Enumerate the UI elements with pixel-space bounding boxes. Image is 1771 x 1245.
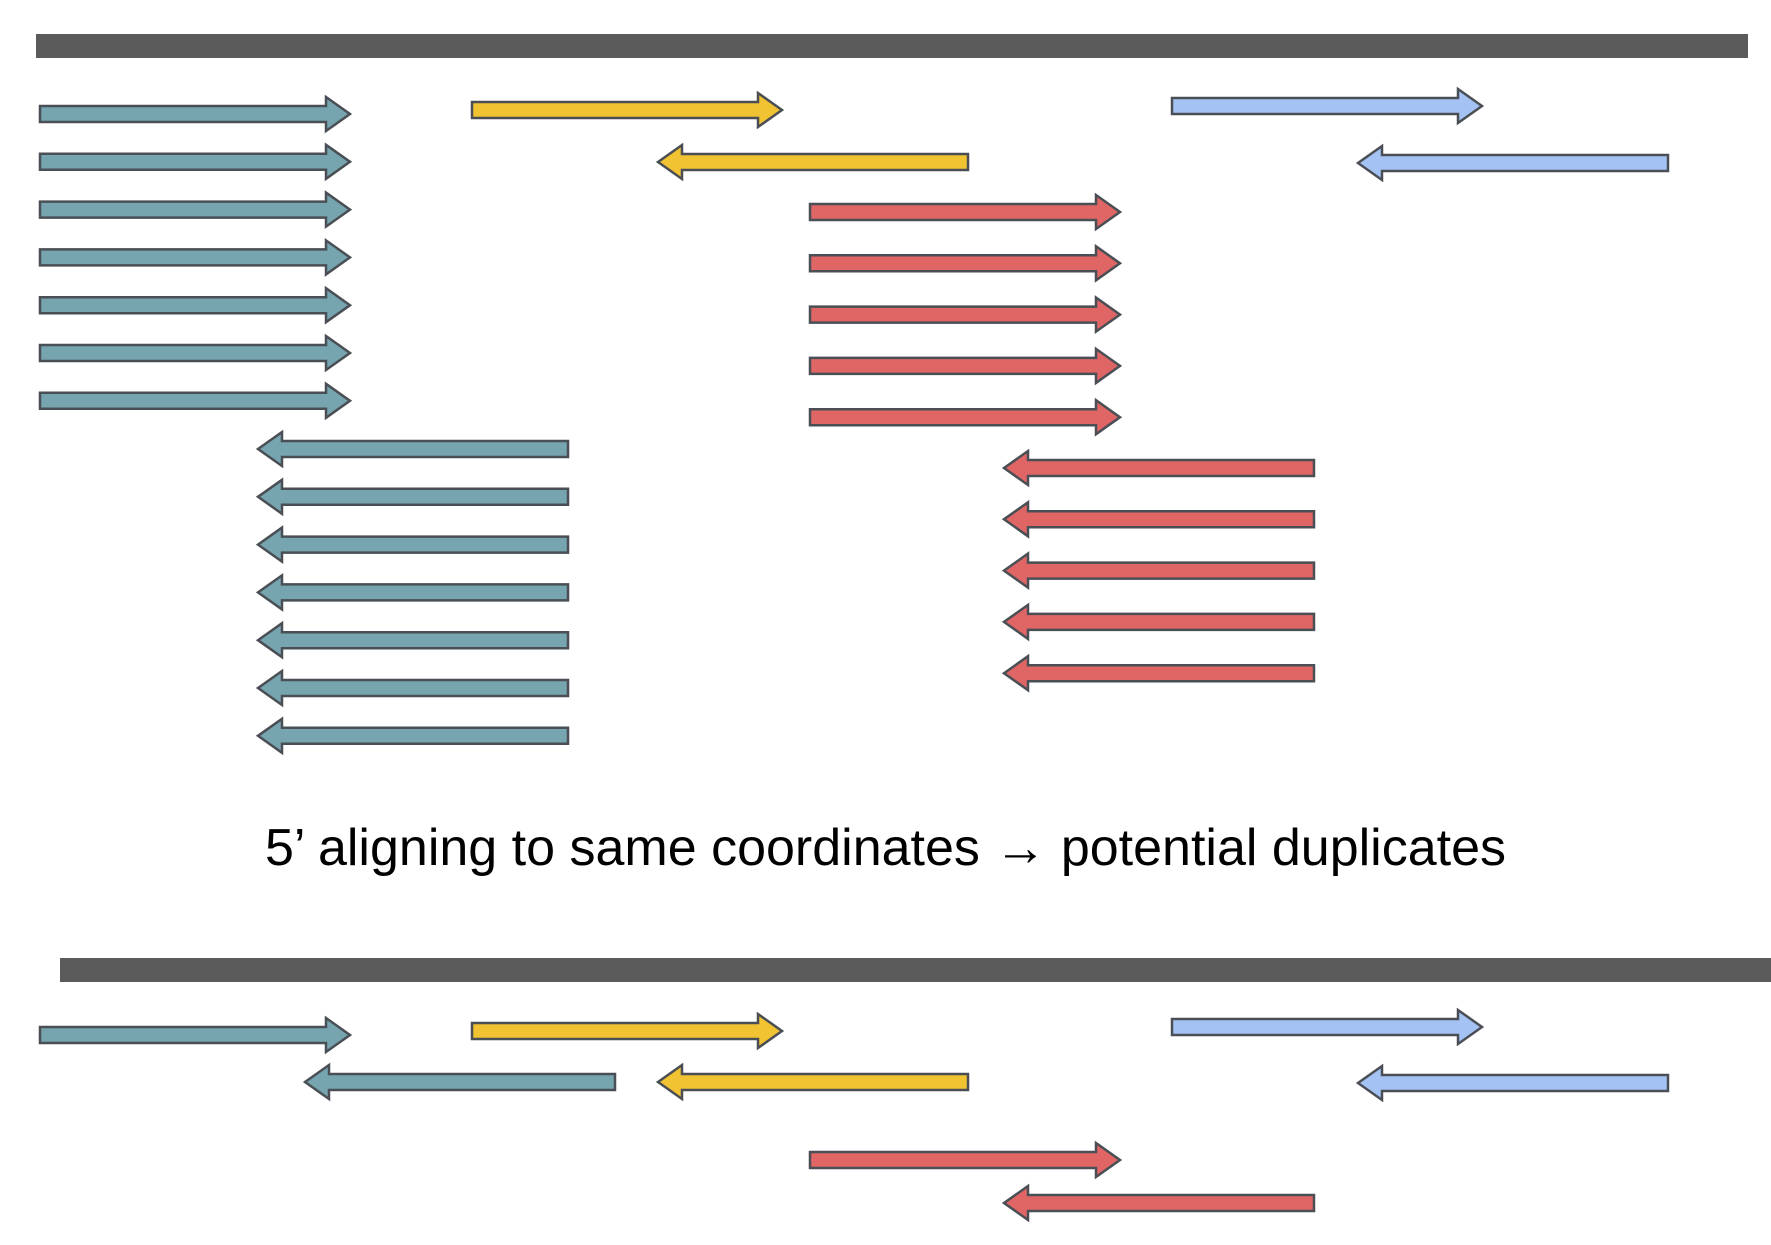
red-forward-read-arrow [808,1140,1123,1180]
teal-forward-read-arrow [38,237,353,277]
red-forward-read-arrow [808,346,1123,386]
teal-forward-read-arrow [38,285,353,325]
teal-reverse-read-arrow [255,716,570,756]
reference-genome-bar-top [36,34,1748,58]
reference-genome-bar-bottom [60,958,1771,982]
blue-forward-read-arrow [1170,86,1485,126]
red-forward-read-arrow [808,192,1123,232]
top-panel-reads [38,86,1670,756]
teal-reverse-read-arrow [255,620,570,660]
teal-forward-read-arrow [38,1015,353,1055]
teal-reverse-read-arrow [255,429,570,469]
red-forward-read-arrow [808,397,1123,437]
yellow-forward-read-arrow [470,90,785,130]
red-forward-read-arrow [808,243,1123,283]
teal-forward-read-arrow [38,142,353,182]
blue-reverse-read-arrow [1355,143,1670,183]
red-reverse-read-arrow [1001,448,1316,488]
red-reverse-read-arrow [1001,653,1316,693]
red-reverse-read-arrow [1001,602,1316,642]
bottom-panel-reads [38,1007,1670,1223]
yellow-forward-read-arrow [470,1011,785,1051]
yellow-reverse-read-arrow [655,142,970,182]
teal-reverse-read-arrow [255,477,570,517]
teal-forward-read-arrow [38,381,353,421]
yellow-reverse-read-arrow [655,1062,970,1102]
red-reverse-read-arrow [1001,1183,1316,1223]
teal-forward-read-arrow [38,190,353,230]
blue-forward-read-arrow [1170,1007,1485,1047]
blue-reverse-read-arrow [1355,1063,1670,1103]
red-reverse-read-arrow [1001,499,1316,539]
teal-forward-read-arrow [38,94,353,134]
duplicates-caption: 5’ aligning to same coordinates → potent… [264,819,1507,877]
teal-reverse-read-arrow [255,572,570,612]
red-reverse-read-arrow [1001,551,1316,591]
teal-reverse-read-arrow [302,1062,617,1102]
teal-reverse-read-arrow [255,525,570,565]
teal-forward-read-arrow [38,333,353,373]
red-forward-read-arrow [808,295,1123,335]
teal-reverse-read-arrow [255,668,570,708]
